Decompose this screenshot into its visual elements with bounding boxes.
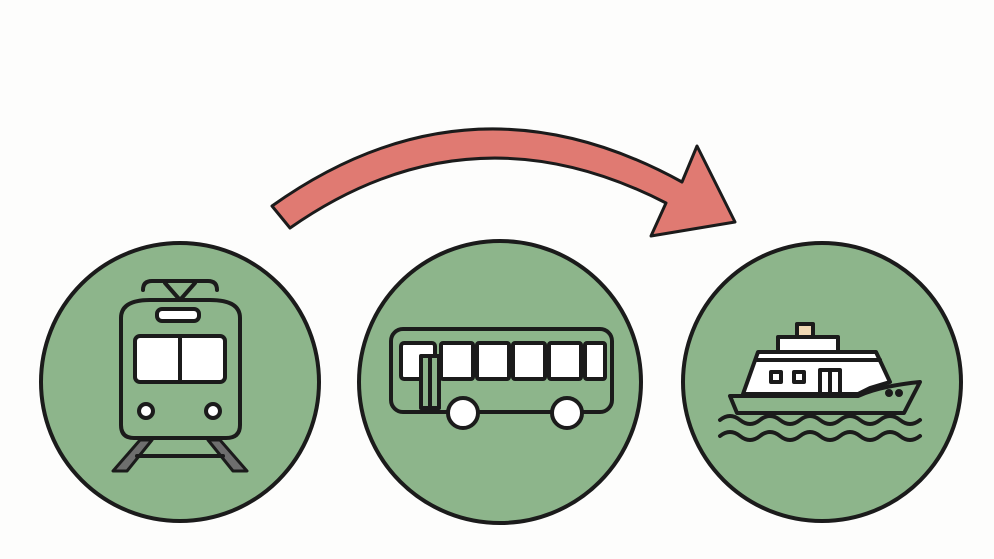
ship-circle xyxy=(681,241,963,523)
bus-icon xyxy=(389,327,614,430)
curved-arrow-icon xyxy=(270,127,737,238)
tram-icon xyxy=(111,279,249,473)
tram-circle xyxy=(39,241,321,523)
bus-circle xyxy=(357,239,643,525)
ship-icon xyxy=(718,322,922,442)
